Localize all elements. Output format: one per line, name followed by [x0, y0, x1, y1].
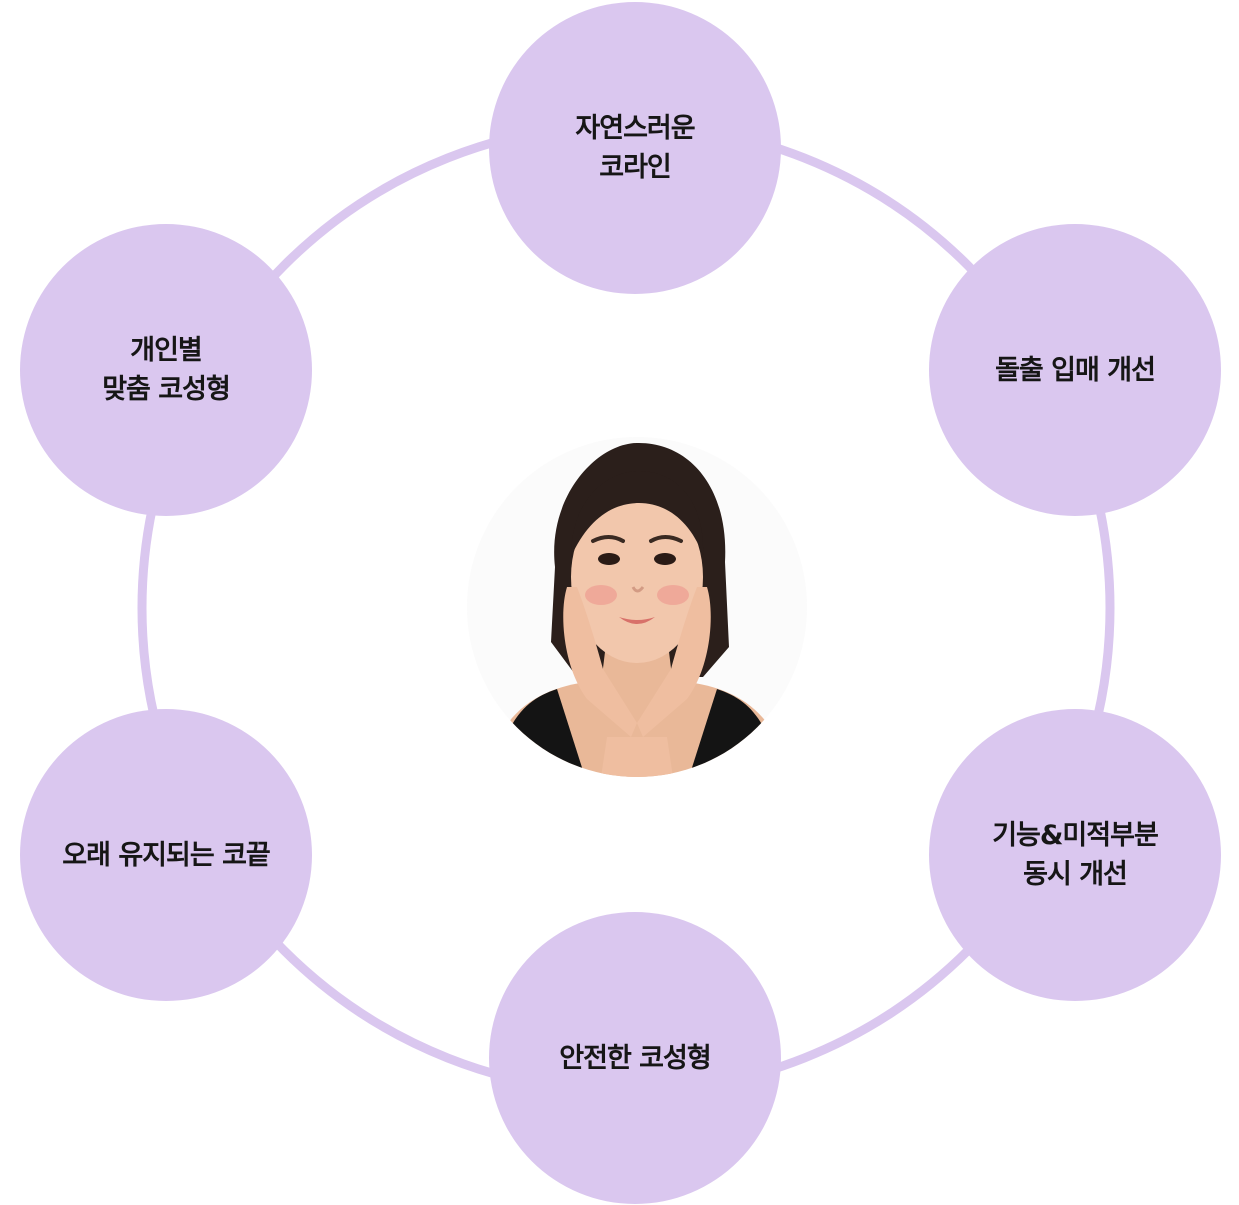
feature-line: 동시 개선 — [1023, 859, 1128, 890]
feature-safe-rhinoplasty: 안전한 코성형 — [489, 912, 781, 1204]
feature-line: 개인별 — [130, 335, 203, 366]
feature-natural-nose-line: 자연스러운 코라인 — [489, 2, 781, 294]
feature-function-aesthetic: 기능&미적부분 동시 개선 — [929, 709, 1221, 1001]
feature-line: 자연스러운 — [575, 113, 695, 144]
feature-line: 안전한 코성형 — [559, 1042, 711, 1074]
portrait-woman-icon — [467, 437, 807, 777]
feature-line: 오래 유지되는 코끝 — [62, 839, 271, 871]
feature-line: 코라인 — [599, 152, 672, 183]
feature-long-lasting-tip: 오래 유지되는 코끝 — [20, 709, 312, 1001]
feature-line: 기능&미적부분 — [992, 820, 1159, 851]
feature-custom-rhinoplasty: 개인별 맞춤 코성형 — [20, 224, 312, 516]
feature-line: 맞춤 코성형 — [102, 374, 231, 405]
feature-protrusion-mouth: 돌출 입매 개선 — [929, 224, 1221, 516]
feature-line: 돌출 입매 개선 — [995, 354, 1156, 386]
center-portrait — [467, 437, 807, 777]
